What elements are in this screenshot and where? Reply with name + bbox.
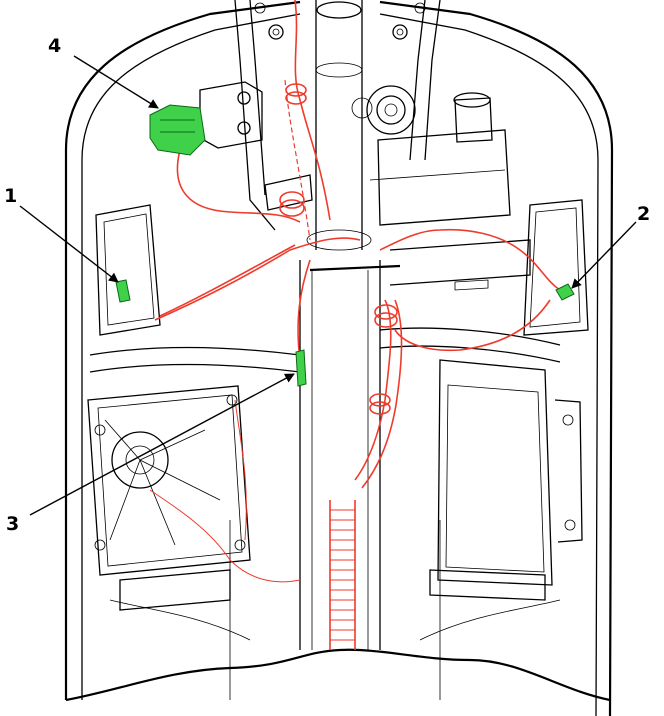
callout-1: 1 [4, 185, 17, 207]
body-shell [64, 0, 614, 716]
relay-bracket [199, 81, 313, 211]
connector-4 [149, 104, 206, 156]
left-lamp-housing [95, 204, 161, 336]
connector-3 [295, 349, 307, 387]
radiator-fan [87, 385, 251, 611]
callout-3: 3 [6, 513, 19, 535]
battery-box [429, 359, 583, 601]
leader-lines [19, 55, 637, 516]
coolant-reservoir [351, 85, 511, 226]
connector-2 [555, 283, 575, 301]
cross-pipes [89, 239, 561, 373]
steering-column [299, 0, 381, 650]
cable-tie [309, 264, 489, 291]
callout-4: 4 [48, 35, 61, 57]
right-lamp-housing [523, 199, 589, 336]
connector-1 [115, 279, 131, 303]
callout-2: 2 [637, 203, 650, 225]
upper-frame [234, 0, 441, 231]
wiring-harness [149, 0, 561, 650]
